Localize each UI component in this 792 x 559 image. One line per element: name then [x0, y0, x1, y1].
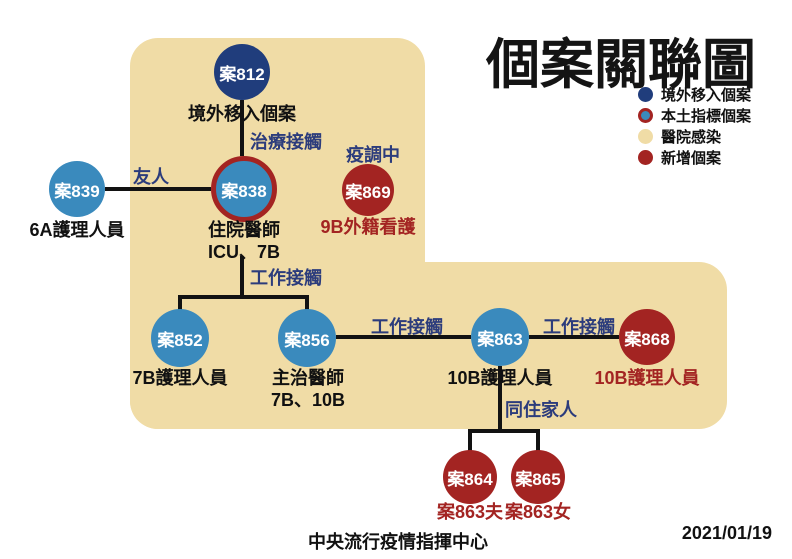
legend-swatch-imported-icon: [638, 87, 653, 102]
edge-label-work-contact-3: 工作接觸: [543, 317, 615, 337]
edge-label-household: 同住家人: [505, 400, 577, 420]
node-case-864: 案864: [443, 450, 497, 504]
legend-label-local-index: 本土指標個案: [661, 108, 752, 125]
node-case-852: 案852: [151, 309, 209, 367]
node-label-839: 6A護理人員: [29, 220, 125, 240]
node-label-838-line2: ICU、7B: [207, 242, 281, 262]
node-label-856-line1: 主治醫師: [272, 368, 344, 388]
node-label-868: 10B護理人員: [594, 368, 700, 388]
node-label-863: 10B護理人員: [447, 368, 553, 388]
edge-label-friend: 友人: [133, 167, 169, 187]
node-label-838-line1: 住院醫師: [207, 220, 280, 240]
node-case-863: 案863: [471, 308, 529, 366]
node-case-838: 案838: [211, 156, 277, 222]
legend-label-new-case: 新增個案: [661, 150, 722, 167]
legend-swatch-new-case-icon: [638, 150, 653, 165]
annotation-under-investigation: 疫調中: [346, 145, 400, 165]
legend-swatch-hospital-icon: [638, 129, 653, 144]
node-case-865: 案865: [511, 450, 565, 504]
edge-fork-drop-864: [468, 429, 472, 452]
edge-839-838: [105, 187, 211, 191]
node-label-812: 境外移入個案: [188, 104, 296, 124]
node-label-852: 7B護理人員: [132, 368, 228, 388]
legend-label-hospital: 醫院感染: [661, 129, 722, 146]
page-title: 個案關聯圖: [486, 35, 756, 95]
legend-item-hospital: 醫院感染: [638, 126, 751, 147]
edge-label-work-contact-1: 工作接觸: [250, 268, 322, 288]
node-case-812: 案812: [214, 44, 270, 100]
edge-label-work-contact-2: 工作接觸: [371, 317, 443, 337]
edge-fork-drop-856: [305, 295, 309, 313]
footer-source: 中央流行疫情指揮中心: [308, 532, 488, 552]
edge-863-fork: [498, 366, 502, 431]
edge-fork-bar-864-865: [468, 429, 540, 433]
footer-date: 2021/01/19: [681, 523, 772, 543]
node-label-865: 案863女: [504, 502, 572, 522]
edge-812-838: [240, 100, 244, 156]
edge-fork-drop-852: [178, 295, 182, 313]
node-case-869: 案869: [342, 164, 394, 216]
edge-fork-bar-852-856: [178, 295, 309, 299]
legend-swatch-local-index-icon: [638, 108, 653, 123]
edge-863-868: [529, 335, 619, 339]
node-case-856: 案856: [278, 309, 336, 367]
legend-item-imported: 境外移入個案: [638, 84, 751, 105]
node-label-869: 9B外籍看護: [320, 217, 416, 237]
legend-label-imported: 境外移入個案: [661, 87, 752, 104]
node-label-864: 案863夫: [436, 502, 504, 522]
node-case-839: 案839: [49, 161, 105, 217]
legend: 境外移入個案 本土指標個案 醫院感染 新增個案: [638, 84, 751, 168]
edge-fork-drop-865: [536, 429, 540, 452]
node-label-856-line2: 7B、10B: [270, 390, 346, 410]
legend-item-local-index: 本土指標個案: [638, 105, 751, 126]
legend-item-new-case: 新增個案: [638, 147, 751, 168]
edge-838-fork: [240, 256, 244, 297]
node-case-868: 案868: [619, 309, 675, 365]
edge-label-treatment-contact: 治療接觸: [250, 132, 322, 152]
edge-856-863: [336, 335, 471, 339]
